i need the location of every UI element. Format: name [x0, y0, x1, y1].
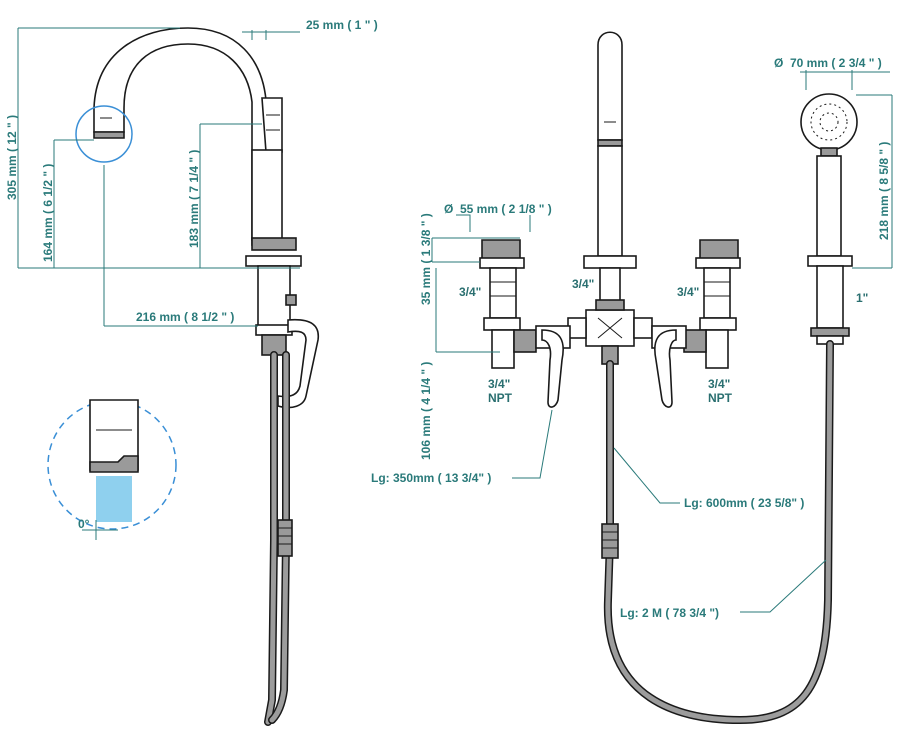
handle-diameter-dim: 55 mm ( 2 1/8 " ): [460, 202, 552, 216]
hose-2m-label: Lg: 2 M ( 78 3/4 "): [620, 606, 719, 620]
water-stream: [96, 476, 132, 522]
right-inlet-size: 3/4": [708, 377, 730, 391]
spray-handle: [816, 155, 842, 257]
spray-holder-flange: [807, 255, 853, 267]
right-lever: [654, 329, 677, 408]
side-view-dimensions: 305 mm ( 12 " ) 164 mm ( 6 1/2 " ) 183 m…: [5, 18, 378, 327]
side-view: [93, 27, 320, 726]
left-inlet-size: 3/4": [488, 377, 510, 391]
deck-flange: [245, 255, 302, 267]
right-valve-size: 3/4": [677, 285, 699, 299]
right-handle: [699, 239, 739, 261]
spout-width-dim: 25 mm ( 1 " ): [306, 18, 378, 32]
spray-length-dim: 218 mm ( 8 5/8 " ): [877, 142, 891, 240]
hose-350-label: Lg: 350mm ( 13 3/4" ): [371, 471, 491, 485]
center-hose-connector: [601, 523, 619, 559]
outlet-height-dim: 164 mm ( 6 1/2 " ): [41, 164, 55, 262]
spout-outlet: [93, 131, 125, 139]
valve-depth-dim: 106 mm ( 4 1/4 " ): [419, 362, 433, 460]
body-height-dim: 183 mm ( 7 1/4 " ): [187, 150, 201, 248]
center-spout: [597, 31, 623, 141]
front-view-dimensions: Ø 55 mm ( 2 1/8 " ) 35 mm ( 1 3/8 " ) 10…: [371, 56, 893, 620]
body-collar: [251, 237, 297, 251]
spray-size: 1": [856, 291, 868, 305]
spout-reach-dim: 216 mm ( 8 1/2 " ): [136, 310, 234, 324]
handle-height-dim: 35 mm ( 1 3/8 " ): [419, 213, 433, 305]
center-deck-flange: [583, 255, 637, 269]
outlet-detail-marker: [75, 105, 133, 163]
handle-diameter-symbol: Ø: [444, 202, 453, 216]
total-height-dim: 305 mm ( 12 " ): [5, 115, 19, 200]
left-lever: [541, 329, 564, 408]
left-handle: [481, 239, 521, 261]
right-inlet-thread: NPT: [708, 391, 733, 405]
flow-angle-label: 0°: [78, 517, 90, 531]
outlet-detail-view: 0°: [47, 399, 177, 540]
spout-lever: [261, 97, 283, 153]
hose-600-label: Lg: 600mm ( 23 5/8" ): [684, 496, 804, 510]
center-size: 3/4": [572, 277, 594, 291]
spray-head: [800, 93, 858, 151]
left-valve-size: 3/4": [459, 285, 481, 299]
front-view: [479, 31, 858, 725]
spray-diameter-symbol: Ø: [774, 56, 783, 70]
faucet-body: [251, 149, 283, 246]
left-inlet-thread: NPT: [488, 391, 513, 405]
hose-connector: [277, 519, 293, 557]
spray-diameter-dim: 70 mm ( 2 3/4 " ): [790, 56, 882, 70]
